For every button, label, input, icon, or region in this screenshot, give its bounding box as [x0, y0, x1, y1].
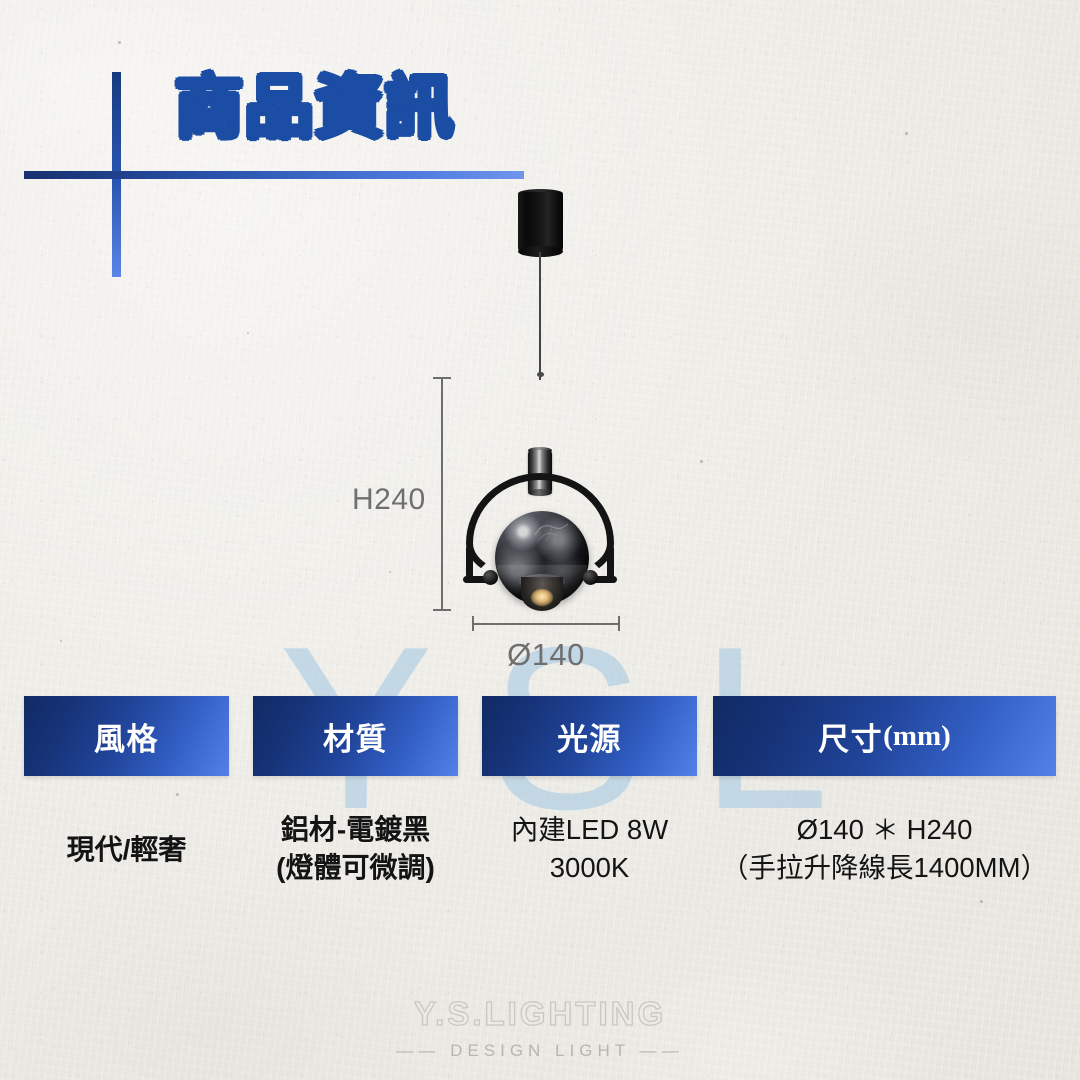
- chrome-rod: [537, 374, 543, 452]
- paper-speck: [389, 571, 391, 573]
- yoke-foot-right: [585, 576, 617, 583]
- spec-value-line: （手拉升降線長1400MM）: [721, 852, 1048, 883]
- spec-value-material: 鋁材-電鍍黑 (燈體可微調): [253, 811, 458, 887]
- yoke-arm-right: [607, 545, 614, 583]
- spec-header-light-source: 光源: [482, 696, 697, 776]
- header-horizontal-accent-bar: [24, 171, 524, 179]
- spec-value-light-source: 內建LED 8W 3000K: [482, 811, 697, 887]
- canopy-bottom-cap: [518, 246, 563, 257]
- gimbal-pivot-left: [483, 570, 498, 585]
- diameter-dimension-label: Ø140: [507, 637, 585, 672]
- yoke-arm-left: [466, 545, 473, 583]
- diameter-dimension-line: [473, 623, 620, 625]
- paper-speck: [247, 332, 249, 334]
- spec-value-dimensions: Ø140 ＊ H240 （手拉升降線長1400MM）: [713, 811, 1056, 887]
- product-illustration: [463, 189, 617, 611]
- spec-value-line: 內建LED 8W: [510, 814, 669, 845]
- spec-value-style: 現代/輕奢: [24, 831, 229, 869]
- globe-reflection-detail: [534, 523, 569, 542]
- gimbal-yoke-ring: [466, 473, 614, 583]
- spec-header-dimensions-main: 尺寸: [818, 721, 884, 757]
- spec-header-style: 風格: [24, 696, 229, 776]
- spec-column-dimensions: 尺寸(mm) Ø140 ＊ H240 （手拉升降線長1400MM）: [713, 696, 1056, 887]
- height-dimension-cap-top: [433, 377, 451, 379]
- diameter-dimension-label-wrap: Ø140: [0, 637, 1080, 673]
- gimbal-pivot-right: [583, 570, 598, 585]
- paper-speck: [176, 793, 179, 796]
- paper-speck: [60, 640, 62, 642]
- paper-speck: [700, 460, 703, 463]
- spec-value-line: 3000K: [549, 852, 630, 883]
- paper-speck: [905, 132, 908, 135]
- spec-column-material: 材質 鋁材-電鍍黑 (燈體可微調): [253, 696, 458, 887]
- diameter-dimension-cap-right: [618, 616, 620, 631]
- height-dimension-label: H240: [352, 483, 426, 516]
- rod-tip: [536, 372, 544, 377]
- spec-column-style: 風格 現代/輕奢: [24, 696, 229, 869]
- spec-value-line: (燈體可微調): [276, 852, 435, 883]
- footer-branding: Y.S.LIGHTING —— DESIGN LIGHT ——: [0, 994, 1080, 1061]
- paper-speck: [980, 900, 983, 903]
- height-dimension-line: [441, 378, 443, 611]
- spec-value-line: Ø140 ＊ H240: [796, 814, 973, 845]
- spec-value-line: 鋁材-電鍍黑: [280, 814, 431, 845]
- suspension-cable: [539, 252, 542, 380]
- yoke-foot-left: [463, 576, 495, 583]
- brand-logo-text: Y.S.LIGHTING: [413, 994, 667, 1032]
- spec-header-dimensions-unit: (mm): [883, 719, 951, 752]
- spec-header-material: 材質: [253, 696, 458, 776]
- led-glow: [531, 589, 553, 606]
- ceiling-canopy: [518, 192, 563, 252]
- paper-speck: [118, 41, 121, 44]
- spec-column-light-source: 光源 內建LED 8W 3000K: [482, 696, 697, 887]
- height-dimension-cap-bottom: [433, 609, 451, 611]
- spec-value-line: 現代/輕奢: [66, 834, 187, 865]
- diameter-dimension-cap-left: [472, 616, 474, 631]
- brand-tagline: —— DESIGN LIGHT ——: [396, 1041, 684, 1060]
- spec-header-dimensions: 尺寸(mm): [713, 696, 1056, 776]
- page-title: 商品資訊: [173, 69, 456, 148]
